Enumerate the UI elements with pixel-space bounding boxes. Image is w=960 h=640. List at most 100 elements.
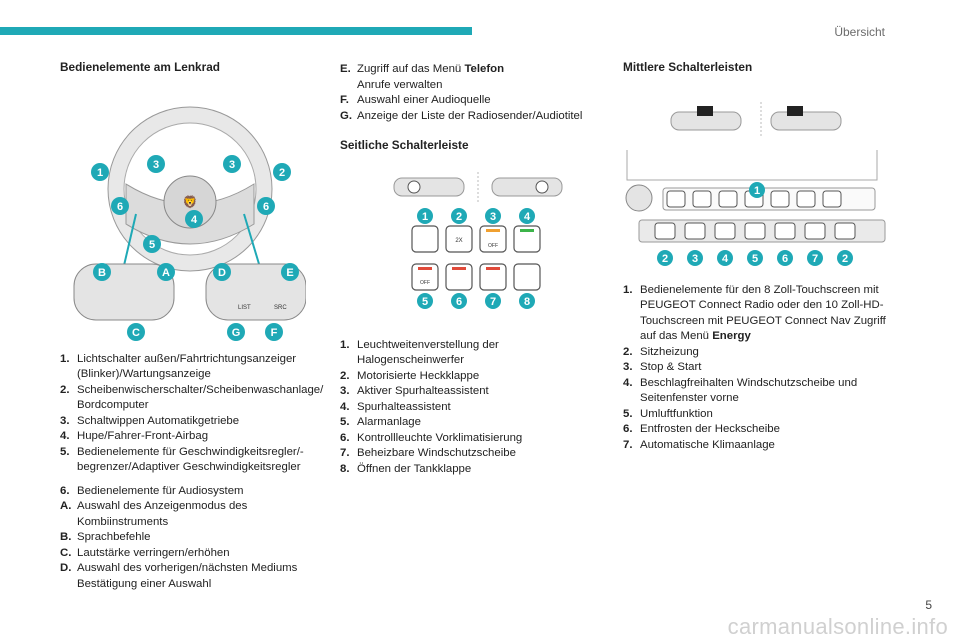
list-item: 2.Sitzheizung — [623, 345, 699, 358]
callout-5: 5 — [417, 292, 433, 309]
svg-text:4: 4 — [191, 214, 198, 226]
svg-text:F: F — [271, 327, 278, 339]
callout-4: 4 — [717, 249, 733, 266]
callout-6: 6 — [777, 249, 793, 266]
svg-text:B: B — [98, 267, 106, 279]
svg-text:G: G — [232, 327, 241, 339]
button-label-2x: 2X — [455, 238, 462, 244]
page-number: 5 — [925, 598, 932, 612]
svg-text:6: 6 — [117, 201, 123, 213]
column-center-switches: Mittlere Schalterleisten — [623, 60, 888, 453]
list-item: 5.Alarmanlage — [340, 416, 421, 428]
page-section-title: Übersicht — [834, 25, 885, 39]
svg-text:2: 2 — [842, 253, 848, 265]
callout-2-left: 2 — [657, 249, 673, 266]
svg-text:3: 3 — [229, 159, 235, 171]
src-button-label: SRC — [274, 305, 287, 311]
svg-text:2: 2 — [662, 253, 668, 265]
list-item: 3.Schaltwippen Automatikgetriebe — [60, 414, 240, 427]
callout-7: 7 — [807, 249, 823, 266]
callout-8: 8 — [519, 292, 535, 309]
callout-2: 2 — [451, 207, 467, 224]
svg-text:3: 3 — [153, 159, 159, 171]
svg-text:E: E — [286, 267, 293, 279]
svg-text:2: 2 — [456, 211, 462, 223]
list-item: 7.Beheizbare Windschutzscheibe — [340, 447, 516, 459]
heading-steering-controls: Bedienelemente am Lenkrad — [60, 60, 220, 74]
callout-E: E — [281, 262, 299, 281]
callout-6-left: 6 — [111, 196, 129, 215]
header-accent-bar — [0, 27, 472, 35]
callout-2-right: 2 — [837, 249, 853, 266]
svg-text:6: 6 — [456, 296, 462, 308]
list-item: G.Anzeige der Liste der Radiosender/Audi… — [340, 109, 583, 122]
list-item: 6.Entfrosten der Heckscheibe — [623, 423, 780, 435]
list-item: 2.Motorisierte Heckklappe — [340, 369, 480, 382]
svg-text:7: 7 — [812, 253, 818, 265]
center-switch-legend-list: 1.Bedienelemente für den 8 Zoll-Touchscr… — [623, 283, 888, 454]
button-label-off: OFF — [488, 243, 498, 249]
svg-text:🦁: 🦁 — [183, 195, 198, 209]
center-switch-panel-illustration: 1 — [625, 101, 886, 242]
side-switch-legend-list: 1.Leuchtweitenverstellung der Halogensch… — [340, 338, 595, 478]
callout-4: 4 — [185, 209, 203, 228]
callout-1: 1 — [417, 207, 433, 224]
heading-side-switches: Seitliche Schalterleiste — [340, 138, 469, 152]
svg-text:1: 1 — [754, 185, 760, 197]
svg-text:7: 7 — [490, 296, 496, 308]
list-item: D.Auswahl des vorherigen/nächsten Medium… — [60, 562, 298, 590]
list-item: 3.Aktiver Spurhalteassistent — [340, 385, 489, 397]
callout-B: B — [93, 262, 111, 281]
heading-center-switches: Mittlere Schalterleisten — [623, 60, 753, 74]
watermark: carmanualsonline.info — [727, 614, 948, 639]
callout-G: G — [227, 322, 245, 341]
callout-5: 5 — [143, 234, 161, 253]
callout-3-left: 3 — [147, 154, 165, 173]
svg-text:4: 4 — [722, 253, 729, 265]
center-switch-callouts: 2 3 4 5 6 7 2 — [657, 249, 853, 266]
list-item: 1.Bedienelemente für den 8 Zoll-Touchscr… — [623, 283, 886, 343]
callout-3-right: 3 — [223, 154, 241, 173]
callout-C: C — [127, 322, 145, 341]
list-item: 6.Bedienelemente für Audiosystem — [60, 484, 244, 497]
callout-D: D — [213, 262, 231, 281]
list-item: 5.Umluftfunktion — [623, 407, 713, 420]
list-item: 5.Bedienelemente für Geschwindigkeitsreg… — [60, 445, 304, 474]
side-switch-panel-illustration: 2X OFF OFF 1 2 3 4 5 6 7 8 — [393, 171, 563, 309]
svg-text:C: C — [132, 327, 140, 339]
svg-text:3: 3 — [692, 253, 698, 265]
list-item: 4.Hupe/Fahrer-Front-Airbag — [60, 430, 209, 442]
callout-7: 7 — [485, 292, 501, 309]
svg-text:1: 1 — [422, 211, 428, 223]
svg-text:8: 8 — [524, 296, 530, 308]
callout-1: 1 — [749, 181, 765, 198]
list-item: A.Auswahl des Anzeigenmodus des Kombiins… — [60, 500, 248, 528]
svg-text:6: 6 — [263, 201, 269, 213]
svg-text:2: 2 — [279, 167, 285, 179]
list-item: 4.Spurhalteassistent — [340, 400, 451, 413]
steering-legend-list: 1.Lichtschalter außen/Fahrtrichtungsanze… — [60, 352, 325, 476]
column-steering-controls: Bedienelemente am Lenkrad 🦁 LIST SRC 1 2… — [60, 60, 325, 592]
callout-F: F — [265, 322, 283, 341]
list-button-label: LIST — [238, 305, 251, 311]
audio-legend-list: 6.Bedienelemente für Audiosystem A.Auswa… — [60, 484, 325, 593]
callout-6: 6 — [451, 292, 467, 309]
list-item: 4.Beschlagfreihalten Windschutzscheibe u… — [623, 376, 858, 405]
callout-1: 1 — [91, 162, 109, 181]
list-item: 3.Stop & Start — [623, 361, 702, 373]
steering-wheel-illustration: 🦁 LIST SRC 1 2 3 3 4 5 6 6 B A C D E G F — [73, 106, 306, 341]
svg-text:4: 4 — [524, 211, 531, 223]
callout-A: A — [157, 262, 175, 281]
list-item: 6.Kontrollleuchte Vorklimatisierung — [340, 431, 523, 444]
svg-text:5: 5 — [149, 239, 155, 251]
callout-5: 5 — [747, 249, 763, 266]
callout-3: 3 — [687, 249, 703, 266]
list-item: 7.Automatische Klimaanlage — [623, 438, 775, 451]
svg-text:6: 6 — [782, 253, 788, 265]
svg-text:D: D — [218, 267, 226, 279]
list-item: 1.Lichtschalter außen/Fahrtrichtungsanze… — [60, 352, 297, 381]
svg-text:5: 5 — [422, 296, 428, 308]
